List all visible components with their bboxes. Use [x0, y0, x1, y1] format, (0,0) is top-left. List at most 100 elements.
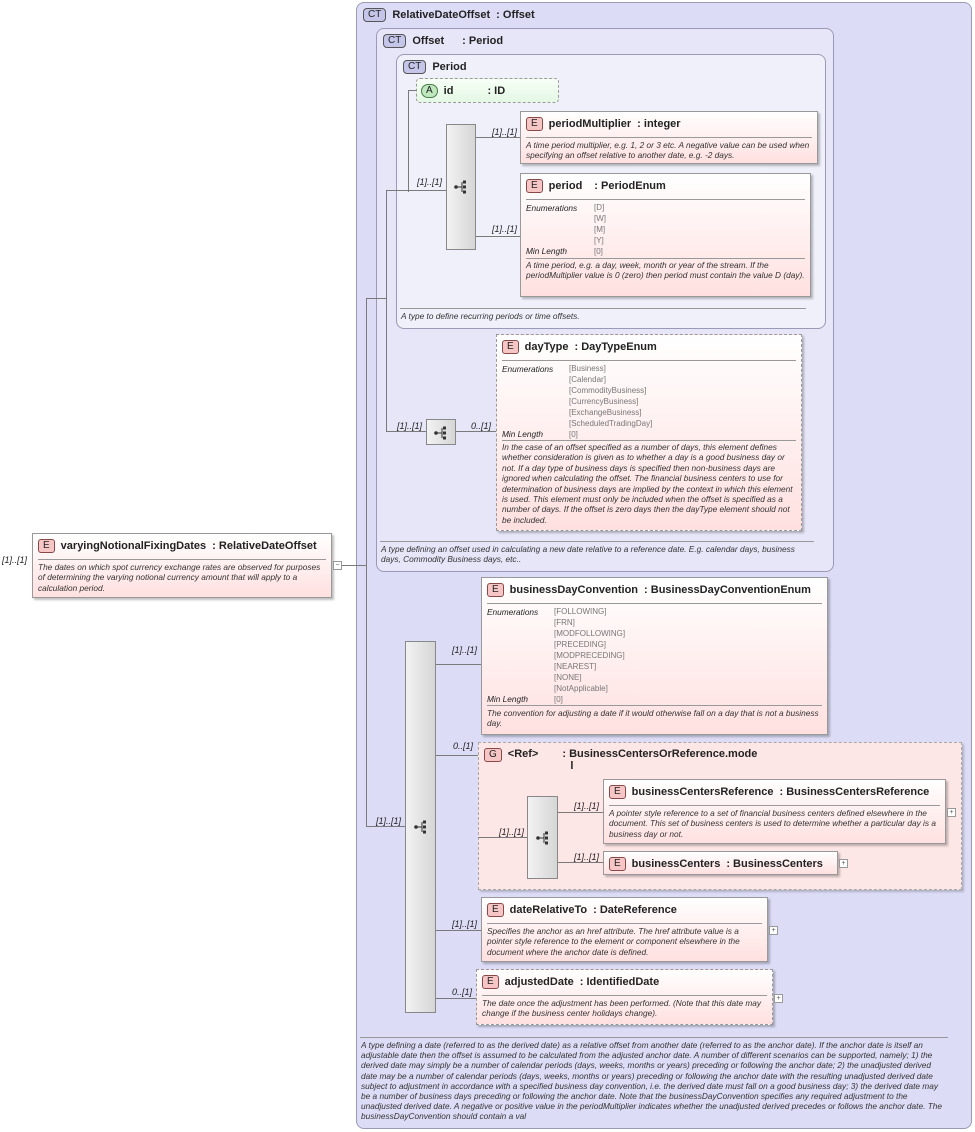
period-sequence-multiplicity: [1]..[1]	[417, 177, 443, 187]
element-adjusted-date[interactable]: E adjustedDate : IdentifiedDate The date…	[476, 969, 773, 1025]
period-type-doc: A type to define recurring periods or ti…	[401, 311, 580, 321]
bdc-enum-label: Enumerations	[487, 607, 539, 617]
bdc-name: businessDayConvention	[509, 584, 639, 596]
sequence-icon	[454, 180, 470, 199]
bcr-type: : BusinessCentersReference	[779, 786, 930, 798]
bc-type: : BusinessCenters	[726, 858, 823, 870]
element-icon: E	[487, 583, 504, 597]
enum-value: [MODFOLLOWING]	[554, 629, 626, 638]
period-element-doc: A time period, e.g. a day, week, month o…	[526, 260, 805, 281]
enum-value: [PRECEDING]	[554, 640, 607, 649]
sequence-icon	[414, 820, 430, 839]
enum-value: [ExchangeBusiness]	[569, 408, 642, 417]
group-name: <Ref>	[507, 748, 539, 760]
bdc-doc: The convention for adjusting a date if i…	[487, 708, 819, 729]
day-type-name: dayType	[524, 341, 569, 353]
offset-base: : Period	[462, 35, 504, 47]
complex-type-icon: CT	[363, 8, 387, 22]
element-period[interactable]: E period : PeriodEnum Enumerations [D] […	[520, 173, 811, 297]
root-multiplicity: [1]..[1]	[2, 555, 28, 565]
enum-value: [FOLLOWING]	[554, 607, 607, 616]
relative-date-offset-header: CT RelativeDateOffset : Offset	[363, 8, 535, 22]
sequence-icon	[434, 426, 450, 445]
main-sequence-multiplicity: [1]..[1]	[376, 816, 402, 826]
group-sequence-multiplicity: [1]..[1]	[499, 827, 525, 837]
enum-value: [NotApplicable]	[554, 684, 608, 693]
group-header: G <Ref> : BusinessCentersOrReference.mod…	[484, 748, 757, 772]
drt-doc: Specifies the anchor as an href attribut…	[487, 926, 740, 957]
enum-value: [D]	[594, 203, 605, 212]
expand-toggle[interactable]: +	[774, 994, 783, 1003]
day-type-enum-values: [Business] [Calendar] [CommodityBusiness…	[569, 363, 652, 440]
expand-toggle[interactable]: +	[947, 808, 956, 817]
element-icon: E	[502, 340, 519, 354]
period-header: CT Period	[403, 60, 467, 74]
period-enum-label: Enumerations	[526, 203, 578, 213]
enum-value: [NEAREST]	[554, 662, 597, 671]
drt-multiplicity: [1]..[1]	[452, 919, 478, 929]
element-icon: E	[482, 975, 499, 989]
bcr-multiplicity: [1]..[1]	[574, 801, 600, 811]
element-icon: E	[609, 785, 626, 799]
bdc-type: : BusinessDayConventionEnum	[644, 584, 811, 596]
expand-toggle[interactable]: +	[769, 926, 778, 935]
period-enum-values: [D] [W] [M] [Y] [0]	[594, 202, 606, 257]
period-element-multiplicity: [1]..[1]	[492, 224, 518, 234]
complex-type-icon: CT	[403, 60, 427, 74]
enum-value: [MODPRECEDING]	[554, 651, 625, 660]
period-sequence[interactable]	[446, 124, 476, 250]
group-sequence[interactable]	[527, 796, 558, 879]
element-varying-notional-fixing-dates[interactable]: E varyingNotionalFixingDates : RelativeD…	[32, 533, 332, 598]
period-multiplier-multiplicity: [1]..[1]	[492, 127, 518, 137]
bc-multiplicity: [1]..[1]	[574, 852, 600, 862]
offset-doc: A type defining an offset used in calcul…	[381, 544, 795, 565]
enum-value: [M]	[594, 225, 606, 234]
adj-header: E adjustedDate : IdentifiedDate	[482, 975, 659, 989]
enum-value: [Calendar]	[569, 375, 606, 384]
relative-date-offset-base: : Offset	[496, 9, 535, 21]
adj-doc: The date once the adjustment has been pe…	[482, 998, 762, 1019]
bc-name: businessCenters	[631, 858, 721, 870]
enum-value: [W]	[594, 214, 606, 223]
adj-type: : IdentifiedDate	[579, 976, 660, 988]
element-icon: E	[487, 903, 504, 917]
drt-header: E dateRelativeTo : DateReference	[487, 903, 677, 917]
root-doc: The dates on which spot currency exchang…	[38, 562, 321, 593]
attribute-icon: A	[421, 84, 438, 98]
day-type-type: : DayTypeEnum	[574, 341, 657, 353]
root-header: E varyingNotionalFixingDates : RelativeD…	[38, 539, 317, 553]
root-name: varyingNotionalFixingDates	[60, 540, 207, 552]
period-minlen-label: Min Length	[526, 246, 568, 256]
attribute-id[interactable]: A id : ID	[416, 78, 559, 103]
element-date-relative-to[interactable]: E dateRelativeTo : DateReference Specifi…	[481, 897, 768, 962]
period-multiplier-doc: A time period multiplier, e.g. 1, 2 or 3…	[526, 140, 810, 161]
complex-type-icon: CT	[383, 34, 407, 48]
bdc-multiplicity: [1]..[1]	[452, 645, 478, 655]
day-type-doc: In the case of an offset specified as a …	[502, 442, 793, 525]
period-multiplier-header: E periodMultiplier : integer	[526, 117, 681, 131]
offset-name: Offset	[412, 35, 445, 47]
adj-multiplicity: 0..[1]	[452, 987, 473, 997]
collapse-toggle[interactable]: −	[333, 561, 342, 570]
period-multiplier-name: periodMultiplier	[548, 118, 632, 130]
root-type: : RelativeDateOffset	[212, 540, 317, 552]
element-business-centers-reference[interactable]: E businessCentersReference : BusinessCen…	[603, 779, 946, 844]
element-business-day-convention[interactable]: E businessDayConvention : BusinessDayCon…	[481, 577, 828, 735]
element-icon: E	[526, 117, 543, 131]
element-icon: E	[526, 179, 543, 193]
element-icon: E	[609, 857, 626, 871]
attribute-id-type: : ID	[487, 85, 506, 97]
element-business-centers[interactable]: E businessCenters : BusinessCenters	[603, 851, 838, 875]
bcr-name: businessCentersReference	[631, 786, 774, 798]
drt-name: dateRelativeTo	[509, 904, 588, 916]
enum-value: [Business]	[569, 364, 606, 373]
group-multiplicity: 0..[1]	[453, 741, 474, 751]
period-element-name: period	[548, 180, 583, 192]
expand-toggle[interactable]: +	[839, 859, 848, 868]
element-day-type[interactable]: E dayType : DayTypeEnum Enumerations [Bu…	[496, 334, 802, 531]
relative-date-offset-name: RelativeDateOffset	[392, 9, 491, 21]
day-type-sequence[interactable]	[426, 419, 456, 445]
element-period-multiplier[interactable]: E periodMultiplier : integer A time peri…	[520, 111, 818, 164]
bdc-minlen-label: Min Length	[487, 694, 529, 704]
main-sequence[interactable]	[405, 641, 436, 1013]
